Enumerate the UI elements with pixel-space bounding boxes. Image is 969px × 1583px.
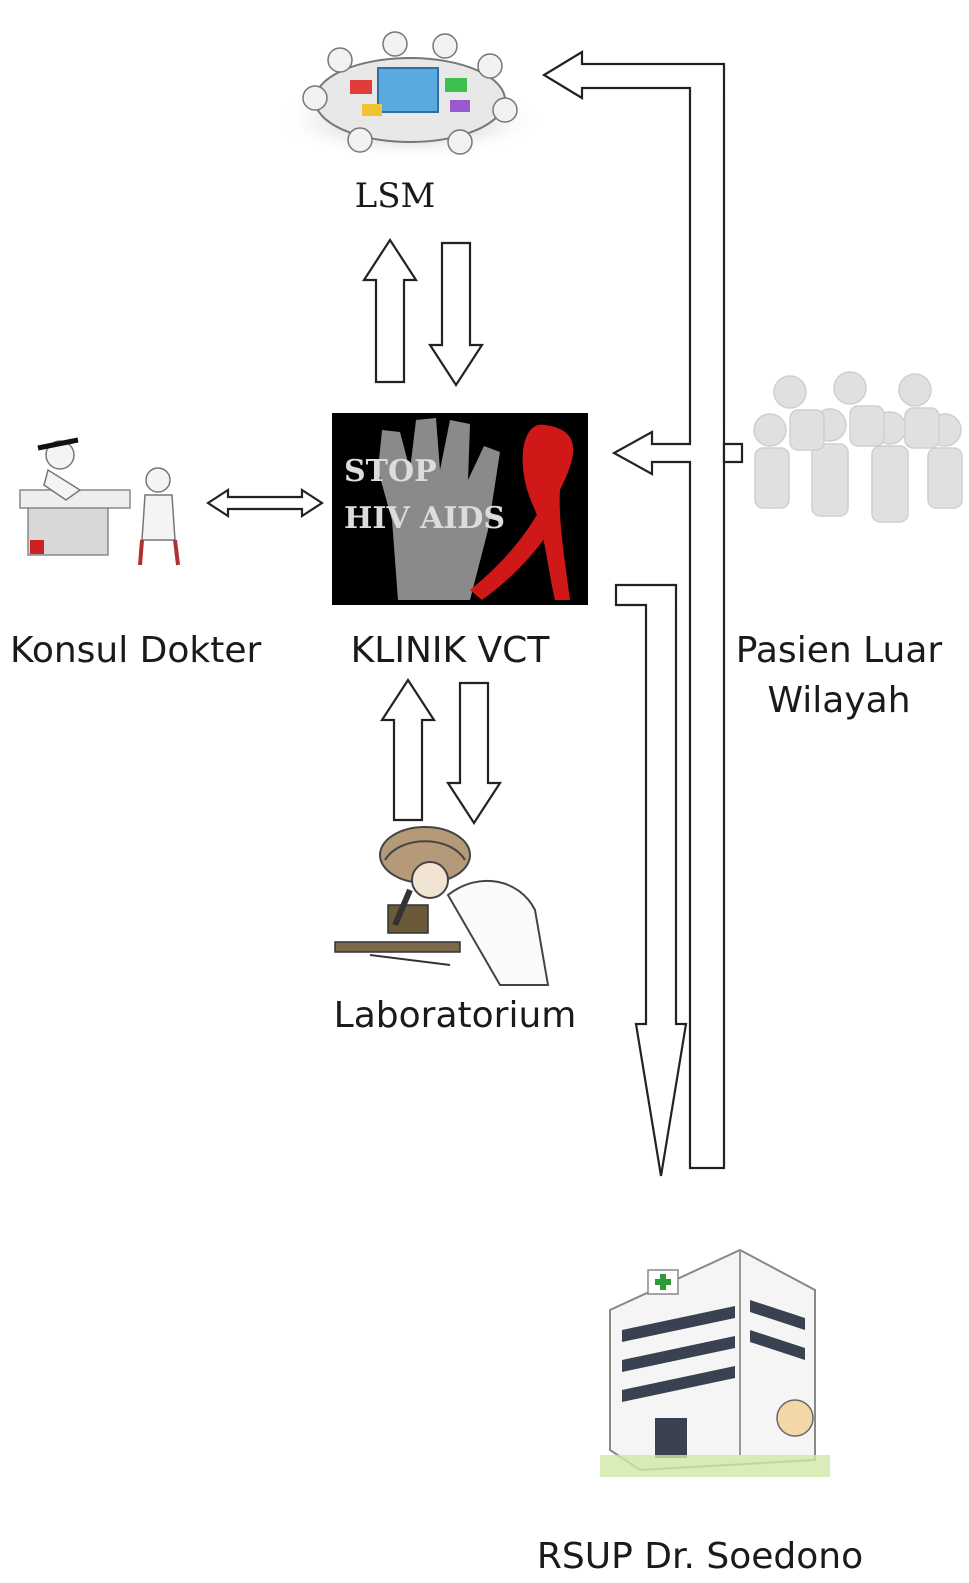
lab-scientist-microscope-icon (334, 826, 550, 986)
lsm-label: LSM (354, 176, 436, 216)
konsul-dokter-label: Konsul Dokter (10, 630, 262, 671)
poster-text-line2: HIV AIDS (344, 501, 505, 536)
arrow-pasien-to-lsm-and-klinik (541, 50, 726, 1170)
stop-hiv-aids-poster-icon: STOP HIV AIDS (332, 413, 588, 605)
arrow-konsul-klinik-bidirectional (205, 487, 325, 519)
pasien-luar-label-line2: Wilayah (767, 680, 911, 721)
klinik-vct-label: KLINIK VCT (350, 630, 550, 671)
arrow-klinik-to-rsup (614, 583, 688, 1177)
connector-pasien-to-bar (722, 442, 744, 464)
patient-group-icon (753, 371, 963, 523)
arrow-lab-to-klinik (379, 677, 437, 822)
hospital-building-icon (600, 1248, 830, 1477)
arrow-lsm-to-klinik (427, 241, 485, 388)
rsup-label: RSUP Dr. Soedono (536, 1536, 864, 1577)
pasien-luar-label-line1: Pasien Luar (735, 630, 943, 671)
laboratorium-label: Laboratorium (333, 995, 577, 1036)
arrow-klinik-to-lsm (361, 237, 419, 384)
arrow-klinik-to-lab (445, 681, 503, 826)
doctor-consultation-icon (19, 437, 180, 566)
meeting-table-icon (275, 31, 545, 160)
poster-text-line1: STOP (344, 454, 437, 489)
